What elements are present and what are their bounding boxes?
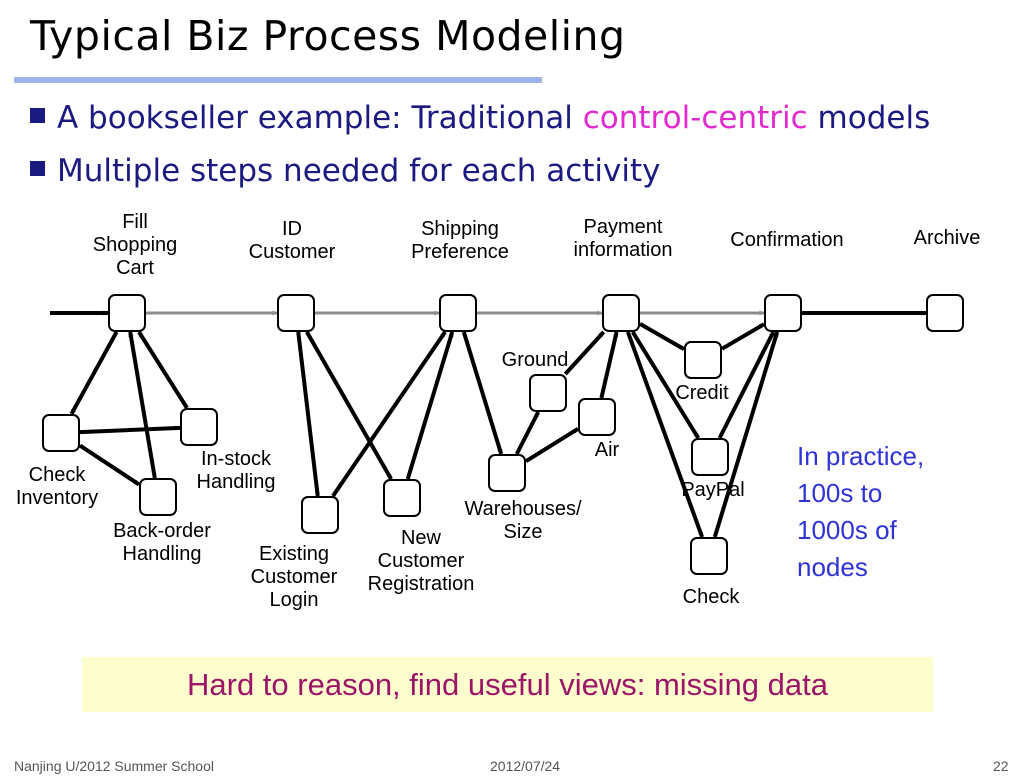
edge-check-inventory-to-in-stock-handling bbox=[79, 425, 181, 435]
practice-note-line: 1000s of bbox=[797, 515, 897, 545]
label-confirmation: Confirmation bbox=[730, 229, 843, 251]
node-air bbox=[578, 398, 616, 436]
bullet-1-text: A bookseller example: Traditional bbox=[57, 100, 583, 136]
edge-back-order-handling-to-fill-cart bbox=[128, 331, 157, 479]
node-warehouses-size bbox=[488, 454, 526, 492]
bullet-2: Multiple steps needed for each activity bbox=[30, 153, 661, 189]
node-payment-information bbox=[602, 294, 640, 332]
node-fill-cart bbox=[108, 294, 146, 332]
label-credit: Credit bbox=[675, 382, 729, 404]
edge-in-stock-handling-to-fill-cart bbox=[137, 330, 189, 410]
node-existing-customer-login bbox=[301, 496, 339, 534]
node-ground bbox=[529, 374, 567, 412]
bullet-square-icon bbox=[30, 161, 45, 176]
node-check bbox=[690, 537, 728, 575]
edge-check-to-confirmation bbox=[712, 331, 780, 538]
edge-air-to-payment-information bbox=[599, 331, 619, 399]
edge-existing-customer-login-to-shipping-preference bbox=[331, 330, 447, 498]
missing-data-banner: Hard to reason, find useful views: missi… bbox=[82, 657, 933, 712]
bullet-1: A bookseller example: Traditional contro… bbox=[30, 100, 930, 136]
bullet-1-tail: models bbox=[807, 100, 931, 136]
node-check-inventory bbox=[42, 414, 80, 452]
edge-fill-cart-to-check-inventory bbox=[69, 331, 119, 415]
edge-paypal-to-confirmation bbox=[717, 331, 776, 439]
edge-ground-to-payment-information bbox=[563, 330, 606, 376]
practice-note-line: 100s to bbox=[797, 478, 883, 508]
node-confirmation bbox=[764, 294, 802, 332]
node-back-order-handling bbox=[139, 478, 177, 516]
edge-credit-to-confirmation bbox=[720, 322, 766, 351]
practice-note-line: nodes bbox=[797, 552, 868, 582]
edge-shipping-preference-to-warehouses-size bbox=[461, 331, 504, 455]
bullet-1-highlight: control-centric bbox=[582, 100, 808, 136]
label-air: Air bbox=[595, 439, 620, 461]
node-shipping-preference bbox=[439, 294, 477, 332]
label-archive: Archive bbox=[914, 227, 981, 249]
edge-payment-information-to-check bbox=[626, 331, 704, 538]
edge-payment-information-to-credit bbox=[639, 322, 685, 351]
bullet-square-icon bbox=[30, 108, 45, 123]
label-check: Check bbox=[683, 586, 741, 608]
edge-new-customer-registration-to-shipping-preference bbox=[405, 331, 455, 480]
label-warehouses-size: Warehouses/Size bbox=[464, 498, 582, 543]
footer-page-number: 22 bbox=[993, 758, 1009, 774]
diagram-nodes bbox=[42, 294, 964, 575]
node-archive bbox=[926, 294, 964, 332]
slide-title: Typical Biz Process Modeling bbox=[30, 12, 626, 60]
node-in-stock-handling bbox=[180, 408, 218, 446]
edge-warehouses-size-to-air bbox=[524, 427, 580, 463]
edge-id-customer-to-existing-customer-login bbox=[296, 331, 320, 497]
node-new-customer-registration bbox=[383, 479, 421, 517]
edge-payment-information-to-paypal bbox=[631, 330, 700, 440]
footer-left: Nanjing U/2012 Summer School bbox=[14, 758, 214, 774]
footer-date: 2012/07/24 bbox=[490, 758, 561, 774]
node-credit bbox=[684, 341, 722, 379]
label-paypal: PayPal bbox=[681, 479, 744, 501]
node-paypal bbox=[691, 438, 729, 476]
label-ground: Ground bbox=[502, 349, 569, 371]
practice-note-line: In practice, bbox=[797, 441, 925, 471]
edge-warehouses-size-to-ground bbox=[514, 411, 541, 455]
title-underline bbox=[14, 77, 542, 83]
node-id-customer bbox=[277, 294, 315, 332]
edge-check-inventory-to-back-order-handling bbox=[78, 443, 141, 487]
bullet-2-text: Multiple steps needed for each activity bbox=[57, 153, 661, 189]
practice-note: In practice, 100s to 1000s of nodes bbox=[797, 438, 924, 586]
diagram-edges bbox=[50, 310, 927, 538]
edge-id-customer-to-new-customer-registration bbox=[305, 331, 393, 480]
